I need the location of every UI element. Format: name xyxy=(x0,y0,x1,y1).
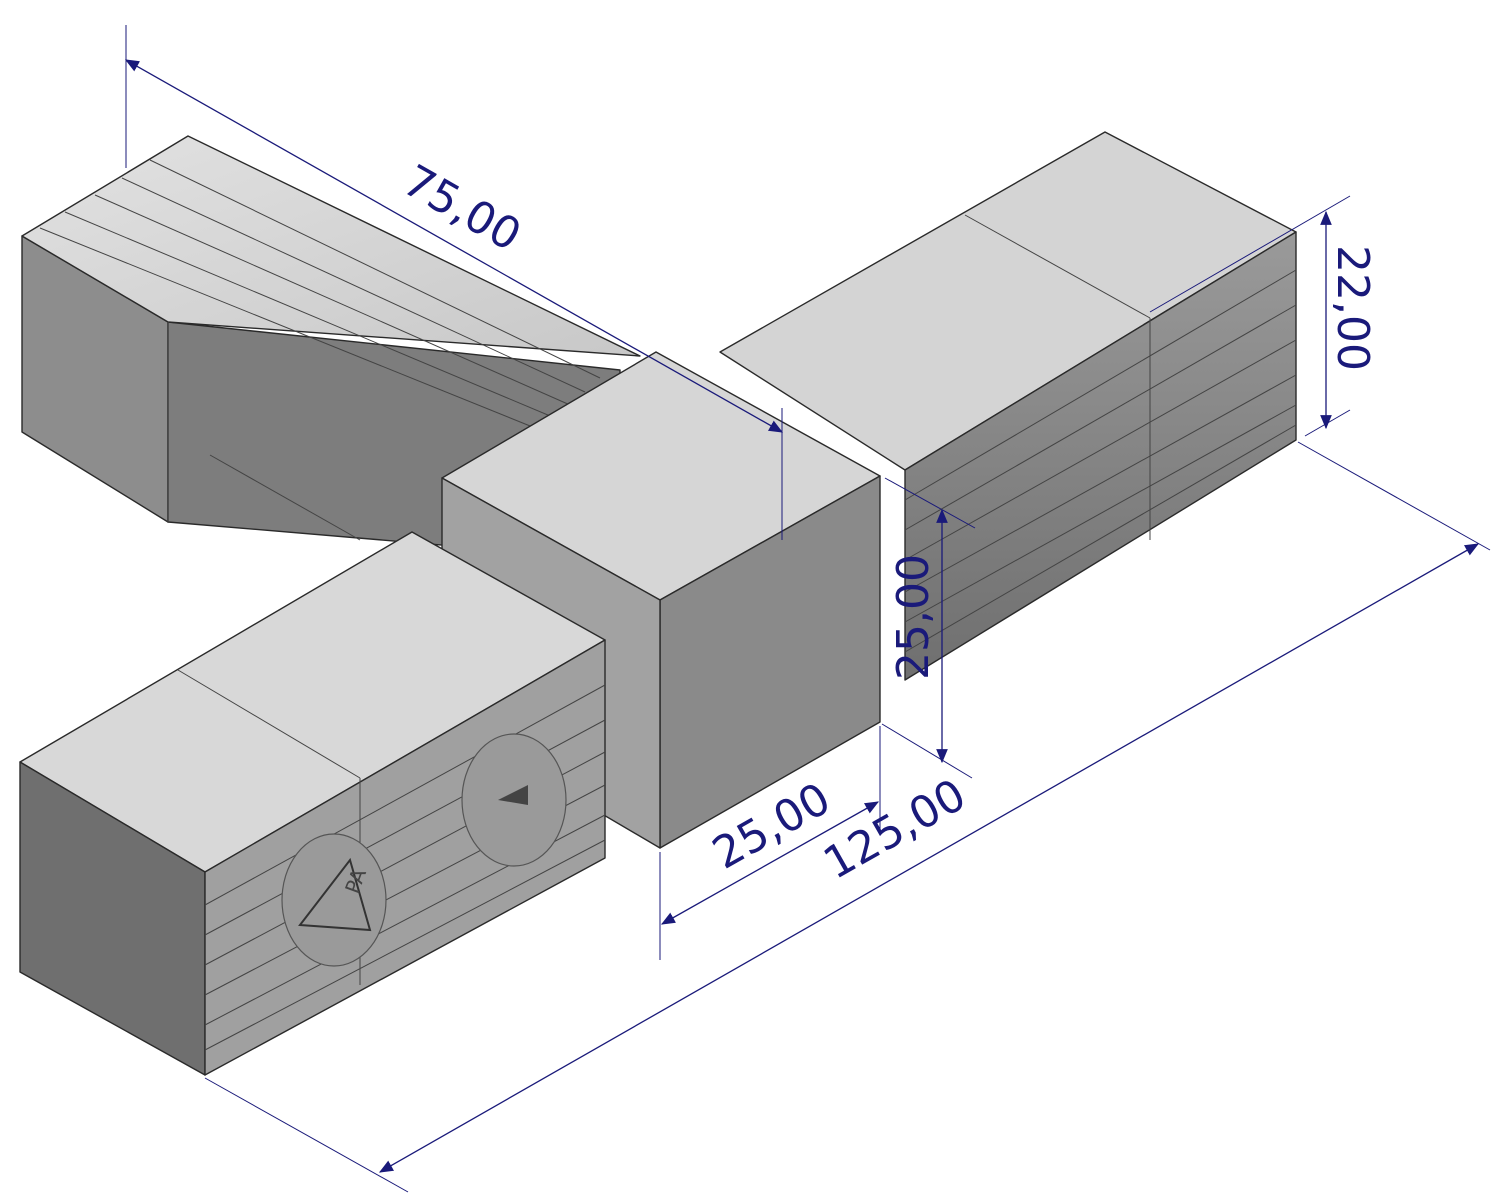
dimension-height-right: 22,00 xyxy=(1149,195,1378,437)
dimension-label-25-vertical: 25,00 xyxy=(888,554,939,680)
date-dial-emboss xyxy=(461,733,567,867)
recycling-emboss: PA xyxy=(281,833,387,967)
dimension-label-22: 22,00 xyxy=(1327,245,1378,371)
dimension-label-125: 125,00 xyxy=(815,769,974,889)
front-arm: PA xyxy=(19,531,606,1076)
